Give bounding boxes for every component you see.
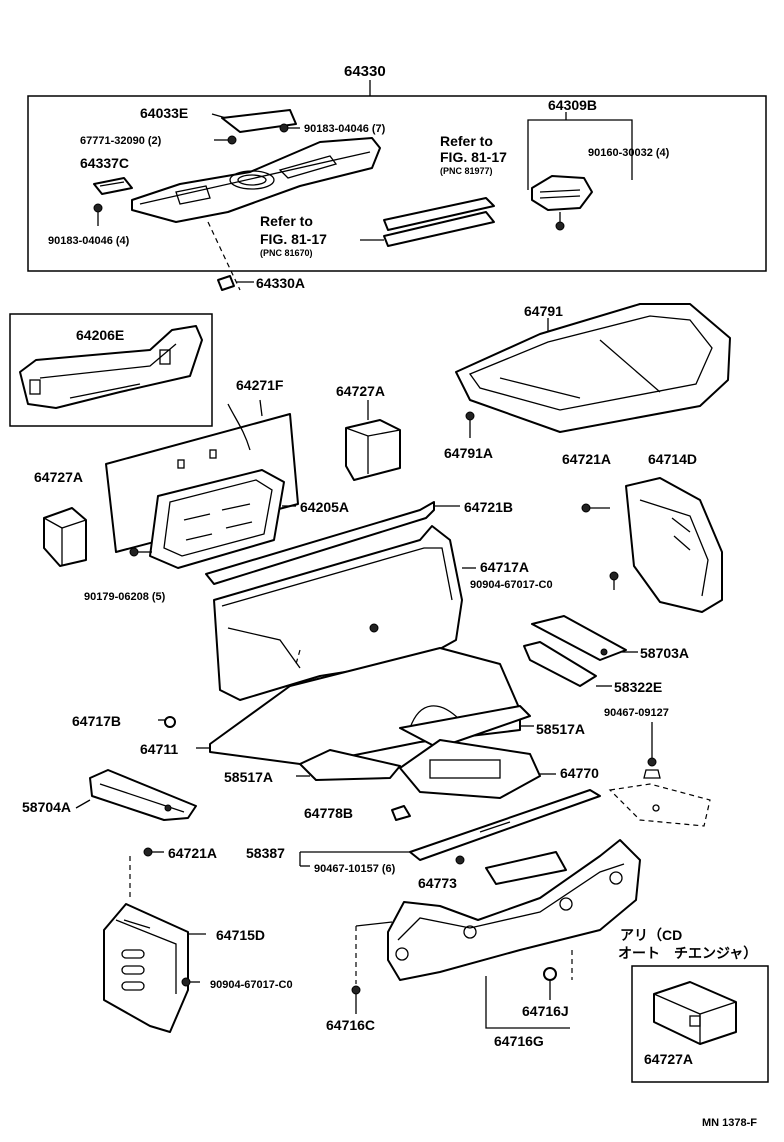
label-64711: 64711 — [140, 741, 178, 757]
label-64791: 64791 — [524, 303, 563, 319]
mat-58517A-left — [296, 749, 401, 781]
label-64271F: 64271F — [236, 377, 284, 393]
label-64770: 64770 — [560, 765, 599, 781]
label-64330A: 64330A — [256, 275, 305, 291]
label-90467-10157: 90467-10157 (6) — [314, 863, 396, 875]
block-64727A-mid — [345, 400, 401, 481]
label-58704A: 58704A — [22, 799, 71, 815]
side-trim-64714D — [581, 477, 723, 613]
label-diagram-code: MN 1378-F — [702, 1117, 757, 1129]
label-58517A-right: 58517A — [536, 721, 585, 737]
label-90904-67017-bottom: 90904-67017-C0 — [210, 979, 293, 991]
label-64033E: 64033E — [140, 105, 188, 121]
cover-58322E — [523, 641, 612, 687]
label-64727A-box: 64727A — [644, 1051, 693, 1067]
pad-64778B — [391, 805, 411, 821]
label-refer-2-b: FIG. 81-17 — [260, 231, 327, 247]
label-64714D: 64714D — [648, 451, 697, 467]
label-64717B: 64717B — [72, 713, 121, 729]
label-58322E: 58322E — [614, 679, 662, 695]
label-64715D: 64715D — [216, 927, 265, 943]
package-tray-assembly — [27, 80, 767, 291]
part-58387 — [299, 789, 601, 885]
label-64773: 64773 — [418, 875, 457, 891]
side-trim-64715D — [103, 847, 206, 1033]
label-64778B: 64778B — [304, 805, 353, 821]
label-64727A-left: 64727A — [34, 469, 83, 485]
label-64309B: 64309B — [548, 97, 597, 113]
part-labels: 64330 64033E 67771-32090 (2) 90183-04046… — [22, 63, 757, 1129]
cd-changer-box — [631, 965, 769, 1083]
frame-64205A — [129, 469, 296, 569]
label-refer-1-b: FIG. 81-17 — [440, 149, 507, 165]
label-cd-note-b: オート チエンジャ） — [618, 945, 757, 961]
trunk-mat-64791 — [455, 303, 731, 438]
liner-64717A — [213, 525, 476, 701]
strip-64721B — [205, 501, 460, 585]
label-64205A: 64205A — [300, 499, 349, 515]
label-90179-06208: 90179-06208 (5) — [84, 591, 166, 603]
bracket-64206E — [9, 313, 213, 427]
label-90467-09127: 90467-09127 — [604, 707, 669, 719]
label-64727A-mid: 64727A — [336, 383, 385, 399]
label-58387: 58387 — [246, 845, 285, 861]
label-cd-note-a: アリ（CD — [620, 927, 682, 943]
bracket-58703A — [531, 615, 638, 661]
clip-90467-09127 — [608, 722, 711, 827]
trunk-board-64271F — [105, 399, 299, 553]
label-refer-2-a: Refer to — [260, 213, 313, 229]
label-67771-32090: 67771-32090 (2) — [80, 135, 162, 147]
clip-64717B — [158, 716, 176, 728]
label-64337C: 64337C — [80, 155, 129, 171]
label-64716C: 64716C — [326, 1017, 375, 1033]
label-refer-1-c: (PNC 81977) — [440, 166, 493, 176]
label-90183-04046-4: 90183-04046 (4) — [48, 235, 130, 247]
label-64791A: 64791A — [444, 445, 493, 461]
label-90183-04046-7: 90183-04046 (7) — [304, 123, 386, 135]
bracket-58704A — [75, 769, 197, 821]
label-64717A: 64717A — [480, 559, 529, 575]
label-64721A-top: 64721A — [562, 451, 611, 467]
label-64716J: 64716J — [522, 1003, 569, 1019]
label-64330: 64330 — [344, 63, 386, 80]
label-refer-1-a: Refer to — [440, 133, 493, 149]
floor-board-64770 — [399, 739, 556, 799]
label-64721A-bottom: 64721A — [168, 845, 217, 861]
mat-58517A-right — [399, 705, 534, 749]
rear-trim-64716G — [351, 839, 641, 1029]
label-refer-2-c: (PNC 81670) — [260, 248, 313, 258]
label-90160-30032: 90160-30032 (4) — [588, 147, 670, 159]
block-64727A-left — [43, 507, 87, 567]
label-64721B: 64721B — [464, 499, 513, 515]
label-90904-67017-top: 90904-67017-C0 — [470, 579, 553, 591]
label-58703A: 58703A — [640, 645, 689, 661]
label-58517A-left: 58517A — [224, 769, 273, 785]
label-64206E: 64206E — [76, 327, 124, 343]
label-64716G: 64716G — [494, 1033, 544, 1049]
